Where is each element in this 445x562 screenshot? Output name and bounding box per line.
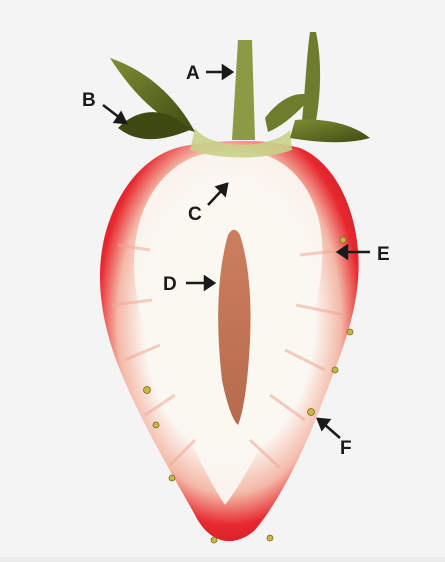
stem-left — [232, 40, 255, 140]
label-a: A — [186, 63, 200, 84]
label-d: D — [163, 274, 177, 295]
arrow-f — [324, 424, 340, 438]
sepal-right — [290, 120, 370, 143]
label-c: C — [188, 204, 202, 225]
label-b: B — [82, 90, 96, 111]
label-e: E — [377, 244, 390, 265]
arrow-b — [103, 105, 120, 118]
label-f: F — [340, 438, 352, 459]
